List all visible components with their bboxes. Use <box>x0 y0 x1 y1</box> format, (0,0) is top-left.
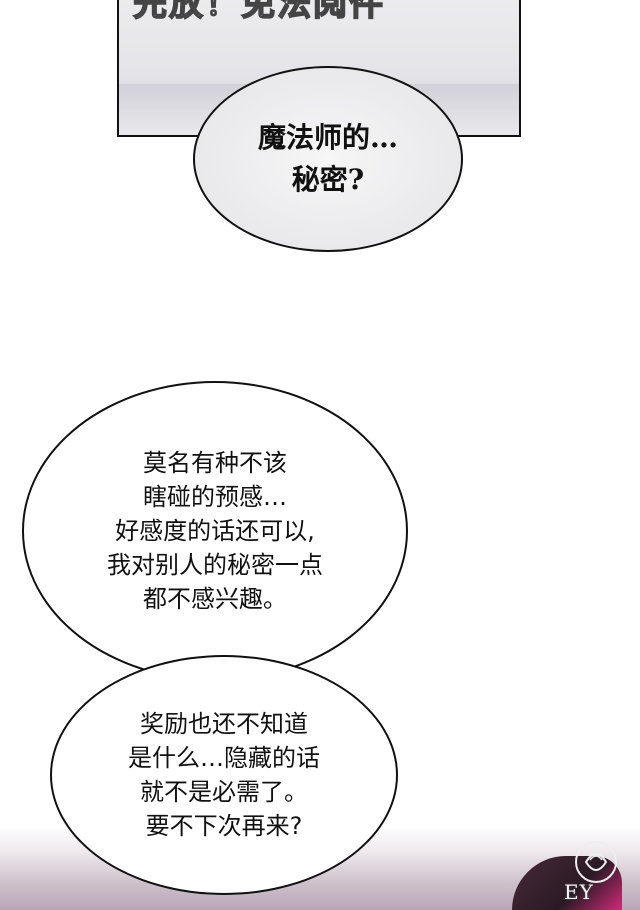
bubble-line: 都不感兴趣。 <box>143 585 287 614</box>
watermark: EY <box>560 834 630 904</box>
bubble-line: 就不是必需了。 <box>140 778 308 806</box>
watermark-text: EY <box>564 880 594 904</box>
rose-logo-icon <box>575 841 617 883</box>
bubble-line: 奖励也还不知道 <box>140 709 308 738</box>
bubble-line: 要不下次再来? <box>145 812 303 841</box>
bubble-line: 我对别人的秘密一点 <box>107 551 323 580</box>
bubble-line: 瞎碰的预感… <box>143 482 287 511</box>
speech-bubble-reward: 奖励也还不知道 是什么…隐藏的话 就不是必需了。 要不下次再来? <box>50 655 398 895</box>
bubble-line: 莫名有种不该 <box>143 448 287 477</box>
speech-bubble-premonition: 莫名有种不该 瞎碰的预感… 好感度的话还可以, 我对别人的秘密一点 都不感兴趣。 <box>22 381 408 681</box>
speech-bubble-magician-secret: 魔法师的… 秘密? <box>193 66 463 252</box>
bubble-line: 是什么…隐藏的话 <box>128 743 320 772</box>
cropped-caption: 先放！免法阅件 <box>132 0 385 25</box>
bubble-line: 魔法师的… <box>257 121 398 154</box>
bubble-line: 秘密? <box>291 163 365 196</box>
bubble-line: 好感度的话还可以, <box>115 516 315 545</box>
